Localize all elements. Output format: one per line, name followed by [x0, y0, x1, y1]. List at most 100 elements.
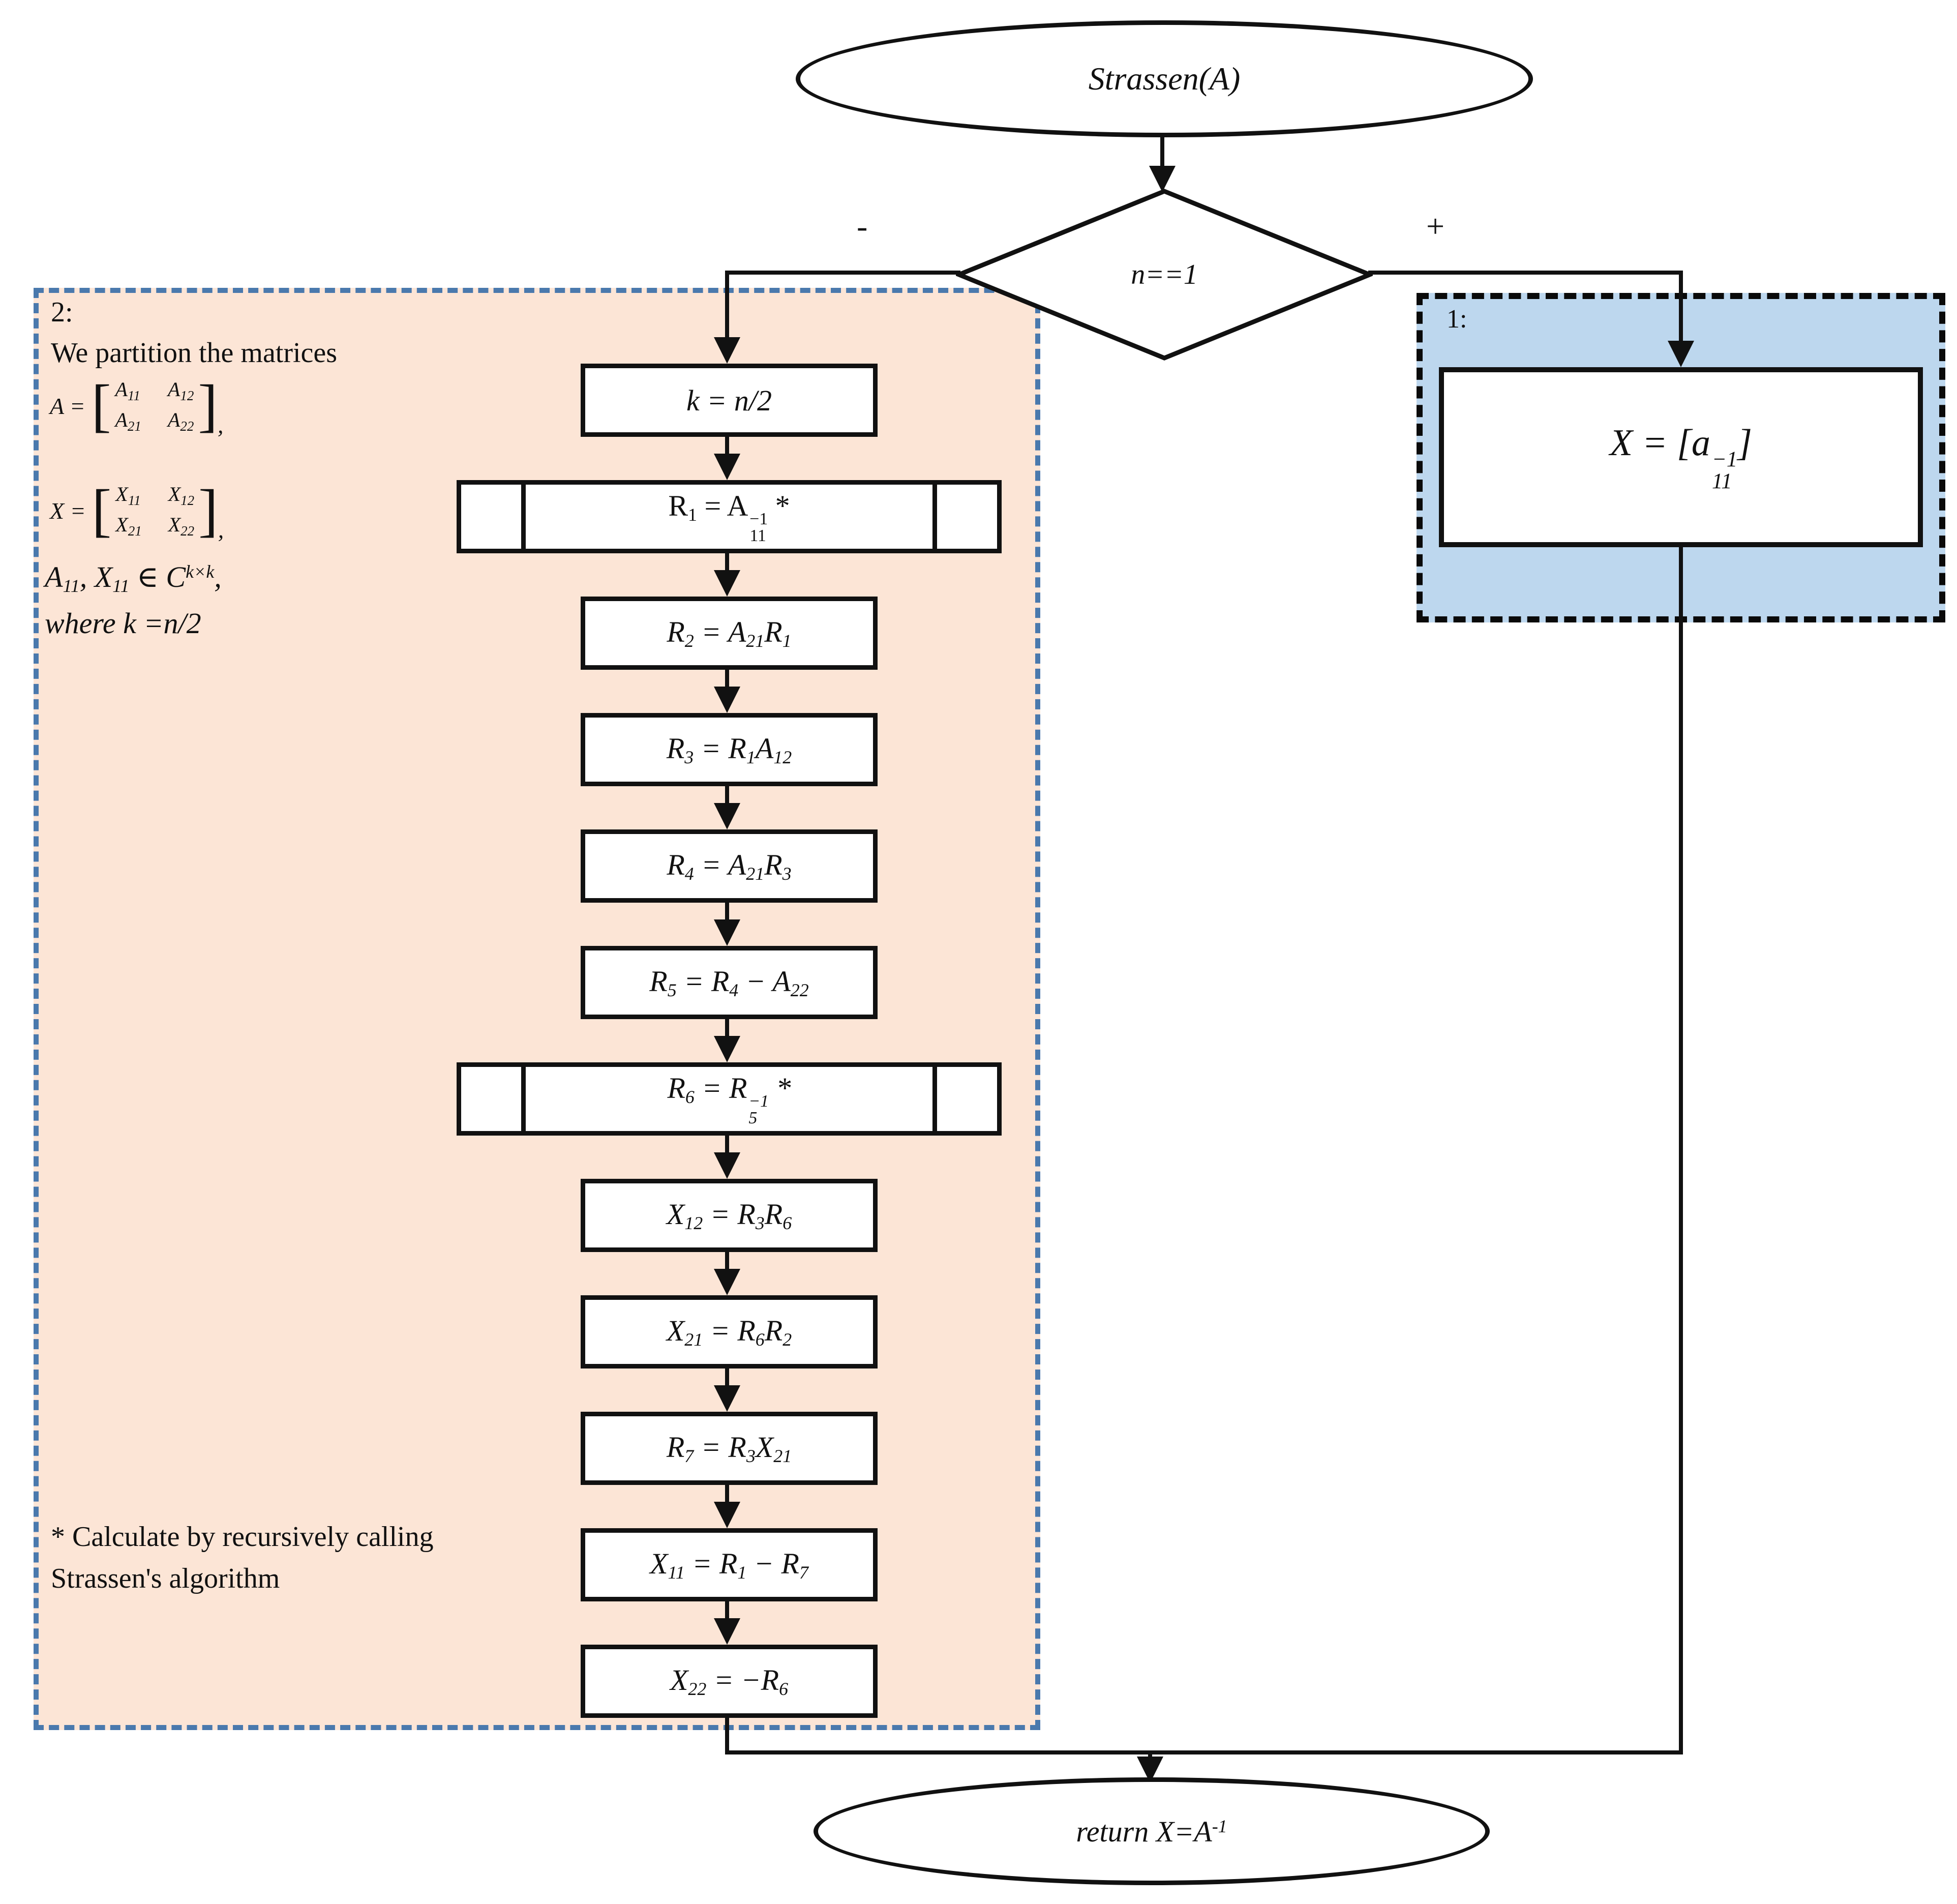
matrix-cell-subscript: 11 — [127, 388, 140, 404]
region1-label: 1: — [1447, 305, 1467, 334]
matrix-cell-subscript: 12 — [180, 388, 194, 404]
matrix-cell: X11 — [115, 482, 141, 509]
predefined-process-bar-right — [932, 485, 937, 549]
step-box-k: k = n/2 — [581, 364, 878, 437]
matrix-cell-base: X — [115, 513, 128, 537]
flow-arrow-line — [725, 1368, 729, 1388]
subscript: 2 — [684, 631, 694, 651]
subscript: 4 — [729, 980, 739, 1001]
subscript: 7 — [799, 1562, 808, 1583]
step-formula-r4: R4 = A21R3 — [667, 848, 792, 884]
stack-superscript: −1 — [749, 509, 768, 528]
footnote-line-2: Strassen's algorithm — [51, 1563, 280, 1594]
matrix-suffix: , — [217, 412, 224, 438]
matrix-lhs: X = — [50, 497, 86, 524]
subscript: 6 — [782, 1213, 792, 1234]
subscript: 21 — [773, 1446, 792, 1467]
matrix-cell-base: A — [115, 378, 128, 401]
subscript: 6 — [779, 1679, 789, 1700]
branch-no-label: - — [857, 208, 868, 244]
matrix-cell-base: A — [167, 378, 180, 401]
edge-merge-hline — [725, 1750, 1683, 1754]
matrix-cell-base: A — [167, 408, 180, 432]
step-box-r5: R5 = R4 − A22 — [581, 946, 878, 1019]
edge-start-decision-line — [1160, 135, 1164, 168]
flow-arrow-line — [725, 437, 729, 456]
flow-arrow-line — [725, 553, 729, 573]
end-terminator: return X=A-1 — [814, 1777, 1490, 1885]
where-note: where k =n/2 — [45, 607, 201, 640]
matrix-cell: A12 — [168, 377, 194, 404]
flow-arrow-line — [725, 1252, 729, 1271]
step-formula-x21: X21 = R6R2 — [666, 1314, 792, 1350]
flow-arrow-line — [725, 786, 729, 806]
matrix-cell-subscript: 21 — [127, 419, 141, 434]
subscript: 21 — [746, 864, 765, 884]
subscript: 2 — [782, 1329, 792, 1350]
superscript: -1 — [1212, 1816, 1227, 1836]
region2-label: 2: — [51, 296, 73, 328]
step-formula-x12: X12 = R3R6 — [666, 1197, 792, 1234]
matrix-suffix: , — [218, 517, 224, 543]
subscript: 12 — [773, 747, 792, 768]
subscript: 1 — [737, 1562, 747, 1583]
subscript: 1 — [688, 504, 697, 525]
matrix-cell-subscript: 11 — [128, 493, 141, 509]
stack-superscript: −1 — [1711, 447, 1738, 471]
step-formula-k: k = n/2 — [686, 383, 772, 417]
flow-arrow-head — [714, 803, 740, 829]
edge-yes-branch-arrowhead — [1668, 341, 1694, 367]
matrix-lhs: A = — [50, 393, 85, 419]
right-bracket-icon: ] — [198, 373, 218, 438]
edge-no-branch-arrowhead — [714, 337, 740, 364]
step-formula-r5: R5 = R4 − A22 — [649, 964, 809, 1001]
flow-arrow-head — [714, 454, 740, 480]
start-terminator: Strassen(A) — [796, 20, 1533, 137]
step-box-r7: R7 = R3X21 — [581, 1412, 878, 1485]
matrix-cell-subscript: 22 — [180, 523, 195, 539]
edge-steps-exit-vline — [725, 1718, 729, 1754]
subscript: 3 — [782, 864, 792, 884]
left-bracket-icon: [ — [91, 373, 111, 438]
left-bracket-icon: [ — [92, 478, 112, 543]
subscript: 12 — [684, 1213, 703, 1234]
flow-arrow-head — [714, 1152, 740, 1179]
subscript: 22 — [688, 1679, 707, 1700]
matrix-cell: X21 — [115, 513, 141, 539]
step-formula-r2: R2 = A21R1 — [667, 615, 792, 651]
subscript: 11 — [668, 1562, 685, 1583]
subscript: 5 — [667, 980, 677, 1001]
step-box-x12: X12 = R3R6 — [581, 1179, 878, 1252]
edge-yes-branch-hline — [1368, 271, 1683, 275]
decision-label: n==1 — [1131, 259, 1198, 290]
step-box-r3: R3 = R1A12 — [581, 713, 878, 786]
predefined-process-bar-left — [521, 485, 526, 549]
flow-arrow-head — [714, 919, 740, 946]
matrix-cell: X22 — [168, 513, 194, 539]
step-box-r2: R2 = A21R1 — [581, 597, 878, 670]
stack-superscript: −1 — [748, 1091, 769, 1111]
subscript: 6 — [755, 1329, 765, 1350]
stack-subscript: 11 — [749, 526, 766, 546]
flow-arrow-line — [725, 1601, 729, 1621]
subscript: 4 — [684, 864, 694, 884]
matrix-cell-base: X — [115, 483, 128, 505]
flow-arrow-line — [725, 670, 729, 689]
subscript: 11 — [112, 576, 130, 597]
flow-arrow-line — [725, 1136, 729, 1155]
flow-arrow-line — [725, 1019, 729, 1038]
subscript: 11 — [63, 576, 80, 597]
matrix-cell: A22 — [168, 408, 194, 434]
step-box-r4: R4 = A21R3 — [581, 829, 878, 903]
membership-note: A11, X11 ∈ Ck×k, — [45, 560, 222, 597]
flow-arrow-head — [714, 1502, 740, 1528]
flow-arrow-line — [725, 903, 729, 922]
subscript: 3 — [746, 1446, 756, 1467]
